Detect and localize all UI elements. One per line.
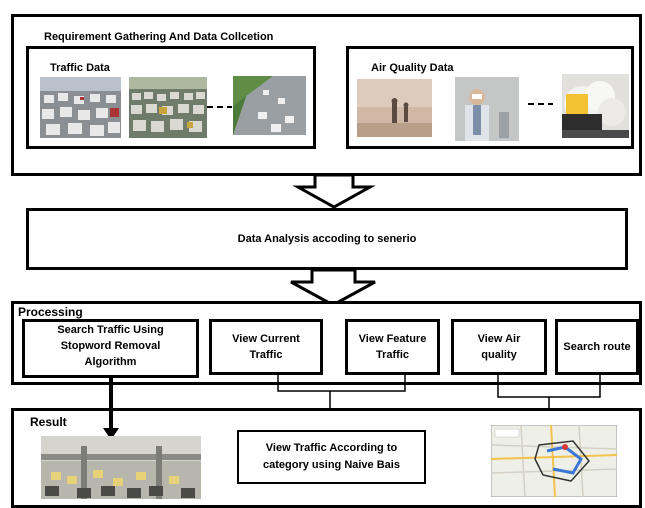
view-category-box [237,430,426,484]
search-traffic-line1: Search Traffic Using [57,324,164,336]
analysis-label: Data Analysis accoding to senerio [237,233,417,245]
view-air-line1: View Air [477,333,521,345]
result-traffic-photo [41,436,201,499]
search-traffic-line3: Algorithm [84,356,137,368]
view-current-box [209,319,323,375]
result-title: Result [30,415,67,429]
result-map-photo [491,425,617,497]
view-current-line1: View Current [232,333,300,345]
traffic-data-label: Traffic Data [50,62,110,74]
view-category-line1: View Traffic According to [265,442,398,454]
search-traffic-line2: Stopword Removal [60,340,161,352]
air-photo-1 [357,79,432,137]
view-feature-line2: Traffic [375,349,409,361]
traffic-photo-3 [233,76,306,135]
processing-title: Processing [18,305,83,319]
traffic-photo-1 [40,77,121,138]
air-photo-3 [562,74,629,138]
air-photo-2 [455,77,519,141]
view-current-line2: Traffic [249,349,283,361]
search-route-label: Search route [563,341,631,353]
view-air-line2: quality [481,349,517,361]
view-feature-box [345,319,440,375]
view-category-line2: category using Naive Bais [263,459,400,471]
traffic-photo-2 [129,77,207,138]
search-traffic-box [22,319,199,378]
view-feature-line1: View Feature [358,333,427,345]
air-quality-data-label: Air Quality Data [371,62,454,74]
search-route-box [555,319,639,375]
gathering-title: Requirement Gathering And Data Collcetio… [44,31,274,43]
view-air-box [451,319,547,375]
